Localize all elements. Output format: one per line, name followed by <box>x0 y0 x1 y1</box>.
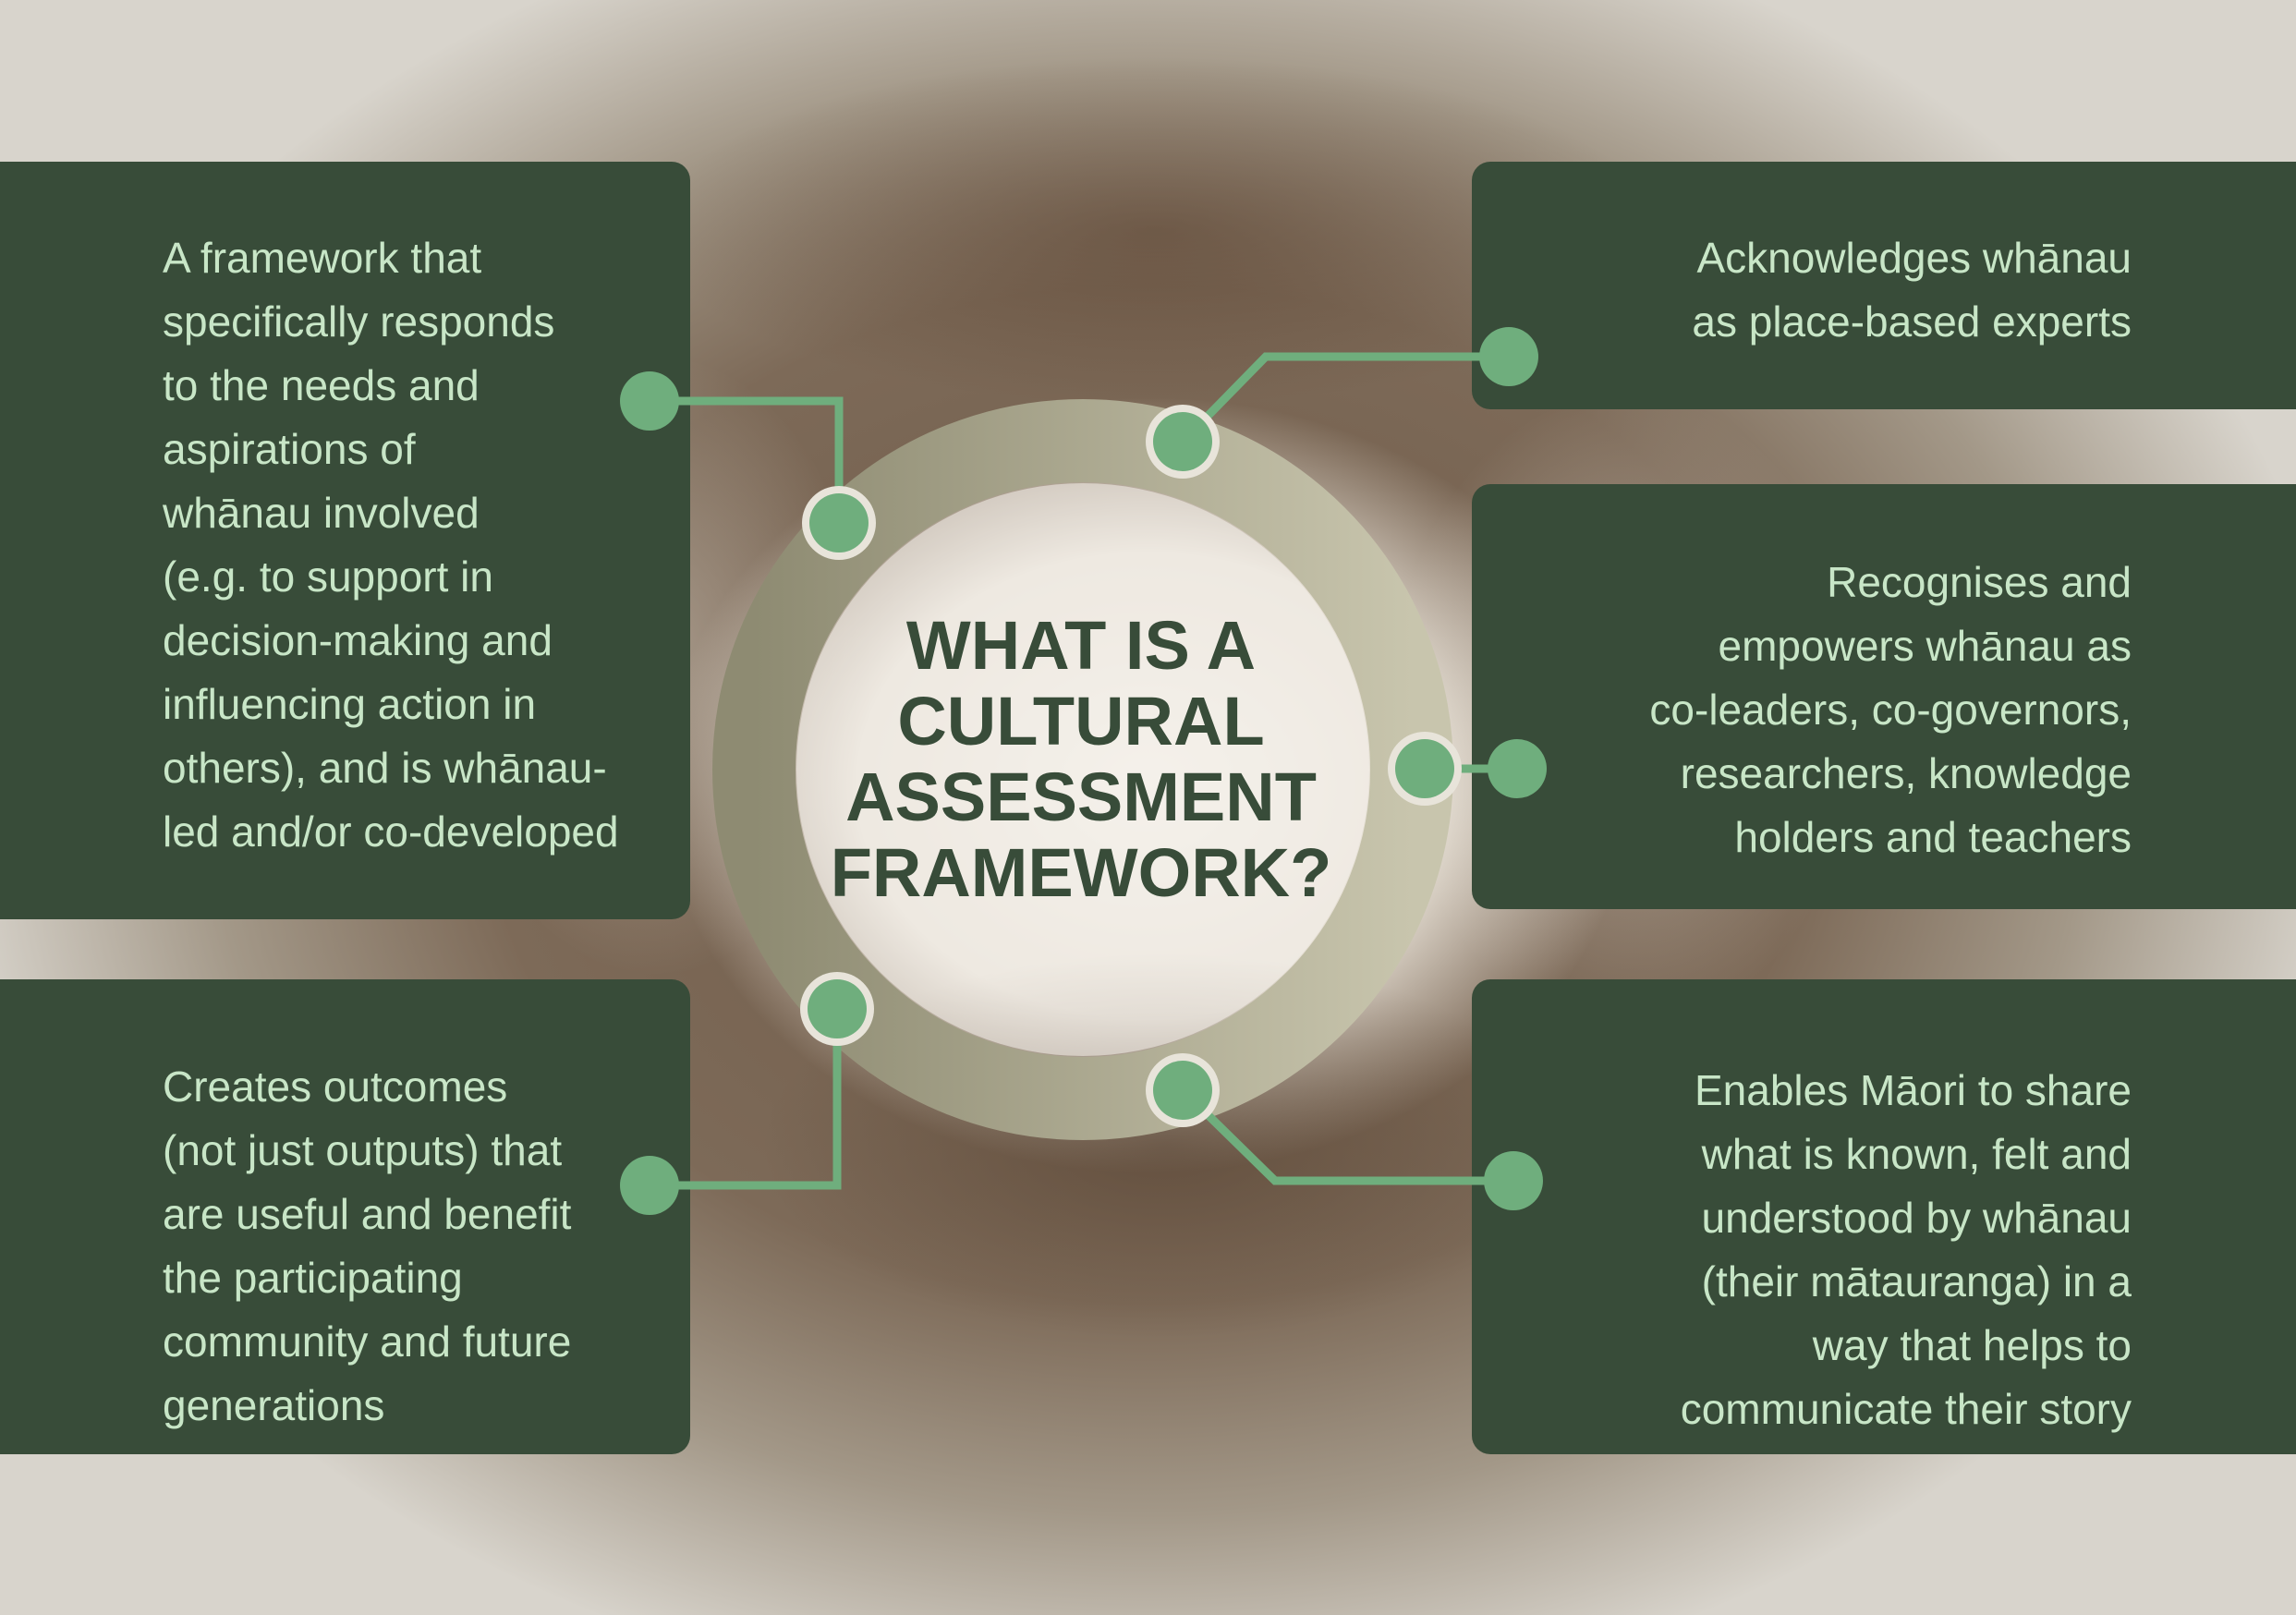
item-text: Recognises and empowers whānau as co-lea… <box>1649 558 2132 861</box>
item-box-co-leaders: Recognises and empowers whānau as co-lea… <box>1472 484 2296 909</box>
item-box-share-matauranga: Enables Māori to share what is known, fe… <box>1472 979 2296 1454</box>
item-text: Acknowledges whānau as place-based exper… <box>1692 234 2132 346</box>
center-title: WHAT IS A CULTURAL ASSESSMENT FRAMEWORK? <box>830 607 1332 911</box>
item-text: Creates outcomes (not just outputs) that… <box>163 1062 572 1429</box>
item-box-outcomes: Creates outcomes (not just outputs) that… <box>0 979 690 1454</box>
item-box-place-based-experts: Acknowledges whānau as place-based exper… <box>1472 162 2296 409</box>
item-text: Enables Māori to share what is known, fe… <box>1680 1066 2132 1433</box>
item-box-whanau-led: A framework that specifically responds t… <box>0 162 690 919</box>
item-text: A framework that specifically responds t… <box>163 234 619 856</box>
center-disc <box>796 483 1369 1056</box>
